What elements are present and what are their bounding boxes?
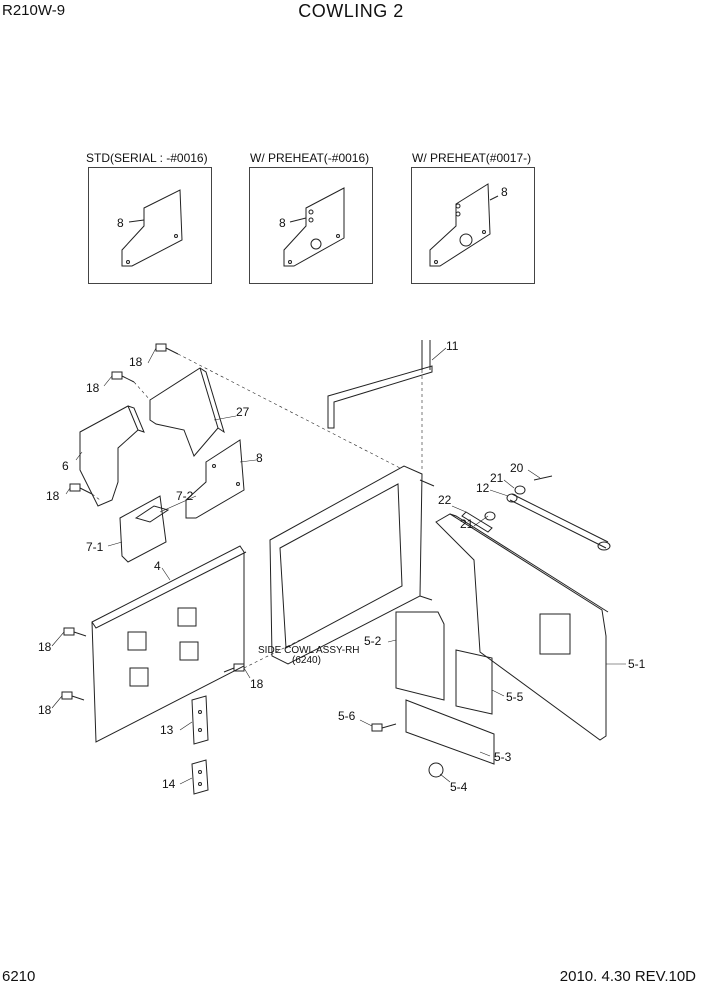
revision-date: 2010. 4.30 REV.10D xyxy=(559,968,696,985)
knob-5-4 xyxy=(428,762,444,778)
bolt-5-6 xyxy=(371,723,397,732)
callout-22: 22 xyxy=(438,493,452,507)
rod-20 xyxy=(509,499,607,549)
bolt-18-bottom-left xyxy=(61,691,85,701)
plate-8-preheat-late xyxy=(429,183,491,267)
door-panel-4 xyxy=(91,545,245,743)
variant-caption-preheat-early: W/ PREHEAT(-#0016) xyxy=(250,151,370,165)
bolt-18-center xyxy=(223,663,245,673)
page-title: COWLING 2 xyxy=(298,1,404,21)
variant-label-preheat-early: 8 xyxy=(279,216,286,230)
callout-7-1: 7-1 xyxy=(86,540,104,554)
pin-22 xyxy=(461,511,493,533)
rod-11 xyxy=(327,365,433,429)
callout-12: 12 xyxy=(476,481,490,495)
callout-5-6: 5-6 xyxy=(338,709,356,723)
callout-27: 27 xyxy=(236,405,250,419)
variant-caption-std: STD(SERIAL : -#0016) xyxy=(86,151,208,165)
model-number: R210W-9 xyxy=(2,2,66,19)
callout-6: 6 xyxy=(62,459,69,473)
callout-18: 18 xyxy=(250,677,264,691)
callout-5-2: 5-2 xyxy=(364,634,382,648)
variant-label-preheat-late: 8 xyxy=(501,185,508,199)
bracket-13 xyxy=(191,695,209,745)
plate-8-std xyxy=(121,189,183,267)
bracket-7-2 xyxy=(134,505,170,523)
callout-5-3: 5-3 xyxy=(494,750,512,764)
callout-18: 18 xyxy=(129,355,143,369)
callout-11: 11 xyxy=(446,339,459,353)
block-5-2 xyxy=(395,611,445,701)
variant-label-std: 8 xyxy=(117,216,124,230)
note-side-cowl-ref: (6240) xyxy=(292,655,321,666)
callout-20: 20 xyxy=(510,461,524,475)
variant-box-std xyxy=(88,167,212,284)
callout-18: 18 xyxy=(86,381,100,395)
callout-18: 18 xyxy=(46,489,60,503)
callout-5-5: 5-5 xyxy=(506,690,524,704)
panel-5-1 xyxy=(435,513,607,741)
callout-18: 18 xyxy=(38,640,52,654)
bolt-18-top xyxy=(155,343,179,355)
variant-caption-preheat-late: W/ PREHEAT(#0017-) xyxy=(412,151,532,165)
bolt-18-upper-left xyxy=(111,371,135,383)
panel-8 xyxy=(185,439,245,519)
callout-14: 14 xyxy=(162,777,176,791)
panel-7-1 xyxy=(119,495,167,563)
bracket-14 xyxy=(191,759,209,795)
pad-5-5 xyxy=(455,649,493,715)
page-number: 6210 xyxy=(2,968,36,985)
block-5-3 xyxy=(405,699,495,765)
panel-27 xyxy=(149,367,219,457)
callout-8: 8 xyxy=(256,451,263,465)
callout-5-1: 5-1 xyxy=(628,657,646,671)
callout-18: 18 xyxy=(38,703,52,717)
side-cowl-frame xyxy=(269,465,423,665)
callout-13: 13 xyxy=(160,723,174,737)
bolt-18-mid-left xyxy=(69,483,93,495)
note-side-cowl-assy: SIDE COWL ASSY-RH xyxy=(258,645,360,656)
variant-box-preheat-late xyxy=(411,167,535,284)
bolt-18-lower-left xyxy=(63,627,87,637)
callout-5-4: 5-4 xyxy=(450,780,468,794)
callout-7-2: 7-2 xyxy=(176,489,194,503)
callout-21: 21 xyxy=(490,471,504,485)
callout-21: 21 xyxy=(460,517,474,531)
panel-6 xyxy=(79,405,139,507)
plate-8-preheat-early xyxy=(283,187,345,267)
variant-box-preheat-early xyxy=(249,167,373,284)
callout-4: 4 xyxy=(154,559,161,573)
